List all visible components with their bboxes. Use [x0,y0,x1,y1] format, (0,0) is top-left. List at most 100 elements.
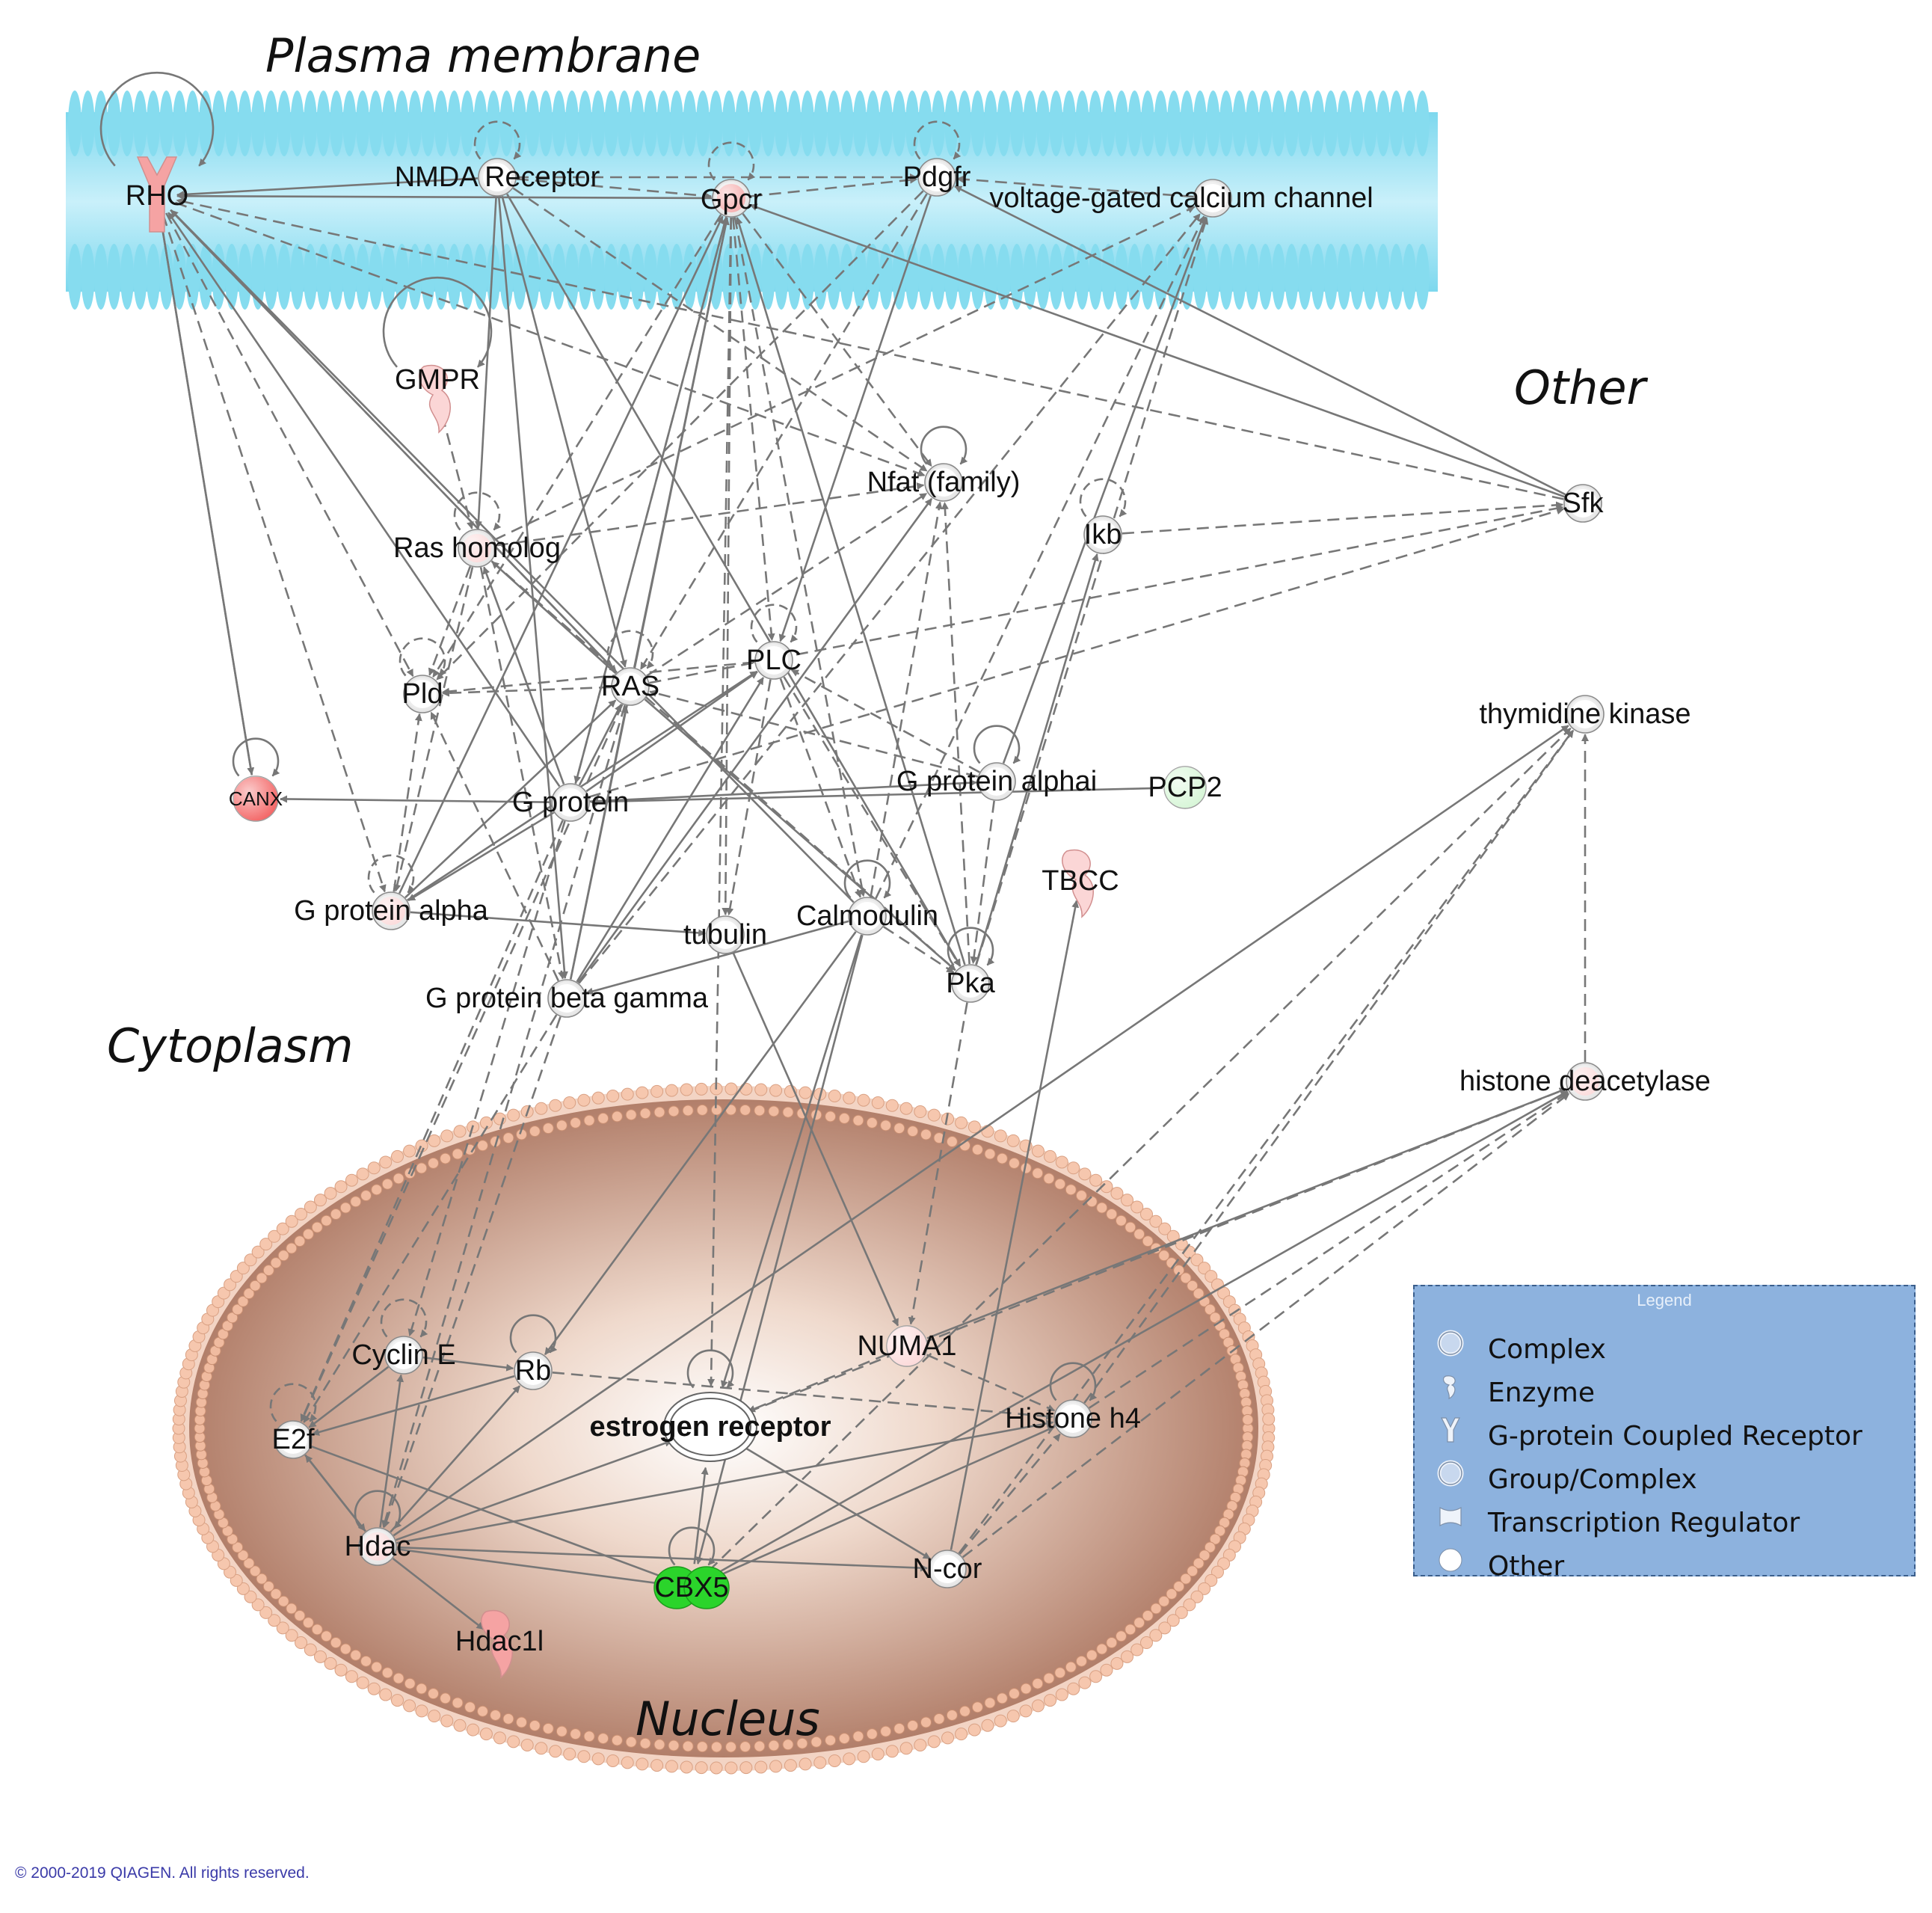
envelope-bead [251,1598,265,1612]
envelope-bead [668,1105,680,1117]
node-ikb[interactable] [1083,515,1122,554]
edge-NUMA1-to-HDACfam [926,1087,1567,1339]
envelope-bead [880,1725,892,1737]
membrane-lipid-head [630,90,644,156]
node-hdac[interactable] [358,1527,397,1566]
envelope-bead [784,1759,797,1772]
node-galpha[interactable] [372,891,410,930]
node-gpcr[interactable] [712,179,751,218]
membrane-lipid-head [173,90,186,156]
membrane-lipid-head [81,90,95,156]
edge-RasH-to-Gbg [479,567,565,980]
membrane-lipid-head [369,90,383,156]
node-tubulin[interactable] [706,915,745,954]
node-calm[interactable] [848,897,887,936]
node-hdacfam[interactable] [1566,1062,1605,1101]
node-pka[interactable] [951,964,990,1003]
node-rash[interactable] [458,529,496,568]
node-ncor[interactable] [928,1550,967,1588]
envelope-bead [379,1688,393,1701]
membrane-lipid-head [382,90,396,156]
edge-Gprot-to-CANX [279,795,552,803]
envelope-bead [244,1253,257,1267]
membrane-lipid-head [1115,90,1128,156]
envelope-bead [591,1091,605,1105]
node-nmda[interactable] [478,158,517,197]
membrane-lipid-head [892,90,906,156]
edge-ER-to-Ncor [744,1446,931,1560]
membrane-lipid-head [133,90,147,156]
envelope-bead [311,1624,323,1636]
membrane-lipid-head [238,90,252,156]
membrane-lipid-head [761,244,775,310]
node-cycline[interactable] [384,1336,423,1375]
node-er[interactable] [663,1392,757,1462]
envelope-bead [981,1719,994,1732]
envelope-bead [479,1728,493,1741]
node-rho[interactable] [136,156,178,233]
envelope-bead [796,1737,808,1749]
membrane-lipid-head [1101,244,1116,310]
node-tk[interactable] [1566,695,1605,734]
node-pdgfr[interactable] [917,158,956,197]
membrane-lipid-head [801,244,814,310]
edge-Gbg-to-Hdac [383,1016,562,1529]
envelope-bead [428,1688,440,1700]
membrane-lipid-head [1206,244,1220,310]
edge-Gprot-to-Galpha [407,811,555,902]
node-rb[interactable] [514,1351,553,1390]
edge-Pka-to-Ikb [975,553,1099,965]
membrane-lipid-head [552,90,566,156]
node-sfk[interactable] [1563,484,1602,523]
envelope-bead [313,1194,327,1207]
edge-RasH-to-Nfat [496,482,925,547]
node-numa1[interactable] [886,1325,928,1367]
node-ras[interactable] [611,667,650,706]
envelope-bead [440,1714,454,1728]
node-h4[interactable] [1053,1399,1092,1438]
node-hdac1l[interactable] [481,1609,513,1679]
envelope-bead [1133,1617,1145,1629]
node-label-gprot: G protein [511,787,630,818]
envelope-bead [1110,1187,1124,1200]
plasma-membrane-band [66,90,1438,310]
envelope-bead [1139,1207,1153,1220]
node-e2f[interactable] [274,1420,313,1459]
node-canx[interactable] [233,776,279,822]
envelope-bead [769,1084,783,1097]
envelope-bead [782,1739,794,1751]
envelope-bead [621,1756,634,1769]
node-vgcc[interactable] [1193,179,1232,218]
node-pld[interactable] [403,675,442,713]
node-plc[interactable] [754,641,793,680]
self-loop-H4 [1049,1362,1098,1401]
node-galphai[interactable] [977,762,1016,801]
node-gbg[interactable] [547,979,586,1018]
envelope-bead [639,1737,651,1749]
node-gmpr[interactable] [419,364,451,434]
membrane-lipid-head [225,90,239,156]
membrane-lipid-head [840,90,854,156]
envelope-bead [294,1235,306,1247]
edge-Gprot-to-Galphai [589,779,978,803]
membrane-lipid-head [1337,90,1351,156]
node-cbx5[interactable] [653,1566,730,1609]
envelope-bead [724,1761,738,1775]
node-tbcc[interactable] [1062,849,1094,918]
node-gprot[interactable] [551,783,590,822]
membrane-lipid-head [1036,90,1050,156]
envelope-bead [1205,1270,1218,1283]
envelope-bead [680,1760,693,1774]
edge-RAS-to-E2f [300,704,624,1422]
node-nfat[interactable] [924,463,963,502]
node-label-pdgfr: Pdgfr [902,162,971,193]
envelope-bead [403,1144,416,1158]
membrane-lipid-head [578,244,592,310]
node-pcp2[interactable] [1163,766,1207,809]
membrane-lipid-head [1127,90,1142,156]
legend-item-group-complex: Group/Complex [1436,1458,1697,1500]
membrane-lipid-head [1258,90,1273,156]
node-label-plc: PLC [746,645,802,676]
envelope-bead [321,1215,333,1226]
